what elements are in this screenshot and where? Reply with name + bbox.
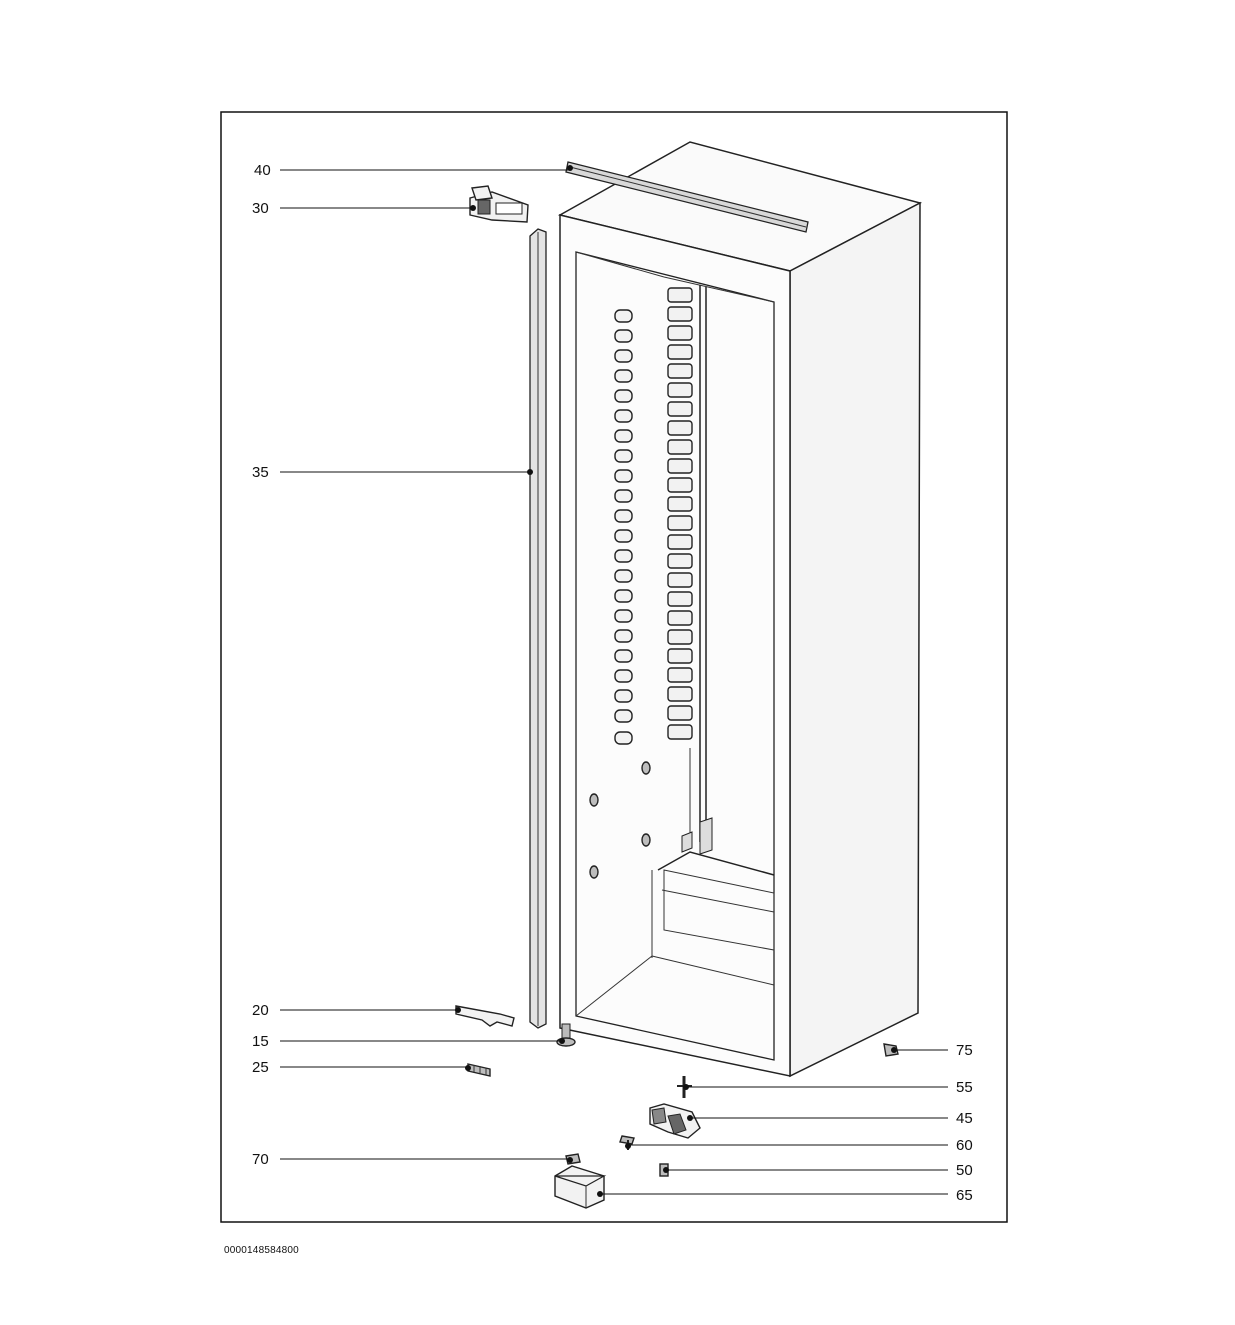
callout-65: 65 bbox=[956, 1187, 973, 1204]
part-35-vertical-strip bbox=[527, 228, 547, 1029]
callout-55: 55 bbox=[956, 1079, 973, 1096]
callout-30: 30 bbox=[252, 200, 269, 217]
callout-25: 25 bbox=[252, 1059, 269, 1076]
part-60-screw bbox=[619, 1135, 635, 1150]
part-25-screw bbox=[465, 1063, 491, 1077]
callout-70: 70 bbox=[252, 1151, 269, 1168]
part-45-bracket bbox=[649, 1103, 701, 1139]
refrigerator-liner bbox=[557, 141, 923, 1078]
diagram-frame bbox=[220, 111, 1008, 1223]
part-70-clip bbox=[565, 1153, 581, 1165]
callout-35: 35 bbox=[252, 464, 269, 481]
shelf-supports-right bbox=[667, 287, 693, 740]
callout-20: 20 bbox=[252, 1002, 269, 1019]
part-20-lever bbox=[455, 1005, 515, 1027]
part-40-top-rail bbox=[565, 161, 809, 233]
leader-lines bbox=[280, 169, 948, 1195]
callout-60: 60 bbox=[956, 1137, 973, 1154]
shelf-supports-left bbox=[614, 309, 633, 745]
callout-45: 45 bbox=[956, 1110, 973, 1127]
part-30-hinge bbox=[469, 185, 529, 223]
callout-75: 75 bbox=[956, 1042, 973, 1059]
liner-holes bbox=[589, 761, 651, 879]
part-65-cover bbox=[554, 1165, 607, 1209]
callout-40: 40 bbox=[254, 162, 271, 179]
part-75-clip bbox=[883, 1043, 899, 1057]
drawing-number: 0000148584800 bbox=[224, 1245, 299, 1256]
callout-15: 15 bbox=[252, 1033, 269, 1050]
callout-50: 50 bbox=[956, 1162, 973, 1179]
